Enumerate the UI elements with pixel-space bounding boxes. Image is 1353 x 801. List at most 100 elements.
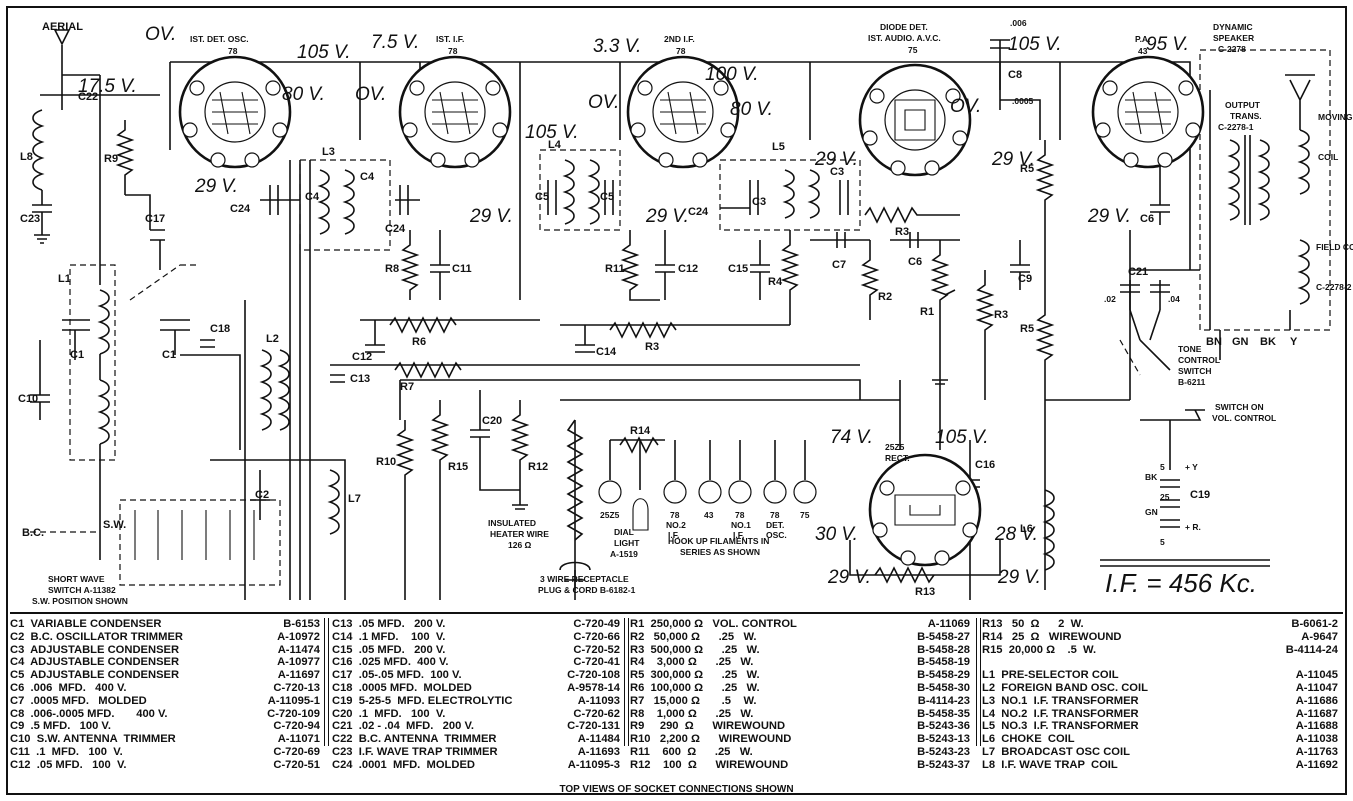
label-c20: C20 <box>482 415 502 427</box>
parts-entry: C22 B.C. ANTENNA TRIMMER <box>332 733 497 746</box>
c19-label: GN <box>1145 507 1158 517</box>
label-c3a: C3 <box>752 196 766 208</box>
label-l3: L3 <box>322 146 335 158</box>
wire-label: Y <box>1290 336 1298 348</box>
label-r10: R10 <box>376 456 396 468</box>
wire-label: BK <box>1260 336 1276 348</box>
label-c19: C19 <box>1190 489 1210 501</box>
parts-entry: A-11047 <box>1295 681 1338 694</box>
label-sw: S.W. <box>103 519 126 531</box>
parts-entry: C20 .1 MFD. 100 V. <box>332 707 446 720</box>
parts-entry: C8 .006-.0005 MFD. 400 V. <box>10 707 168 720</box>
parts-entry: C-720-69 <box>273 745 320 758</box>
speaker-label: SPEAKER <box>1213 33 1254 43</box>
voltage-label: 29 V. <box>469 206 513 227</box>
parts-entry: A-11763 <box>1295 745 1338 758</box>
tube-label: IST. I.F. <box>436 34 464 44</box>
label-r8: R8 <box>385 263 399 275</box>
switch-label: SHORT WAVE <box>48 574 105 584</box>
parts-entry: R10 2,200 Ω WIREWOUND <box>630 733 792 746</box>
wiring <box>30 39 1331 600</box>
c19-label: + R. <box>1185 522 1201 532</box>
tube-label: RECT. <box>885 453 910 463</box>
voltage-label: 105 V. <box>935 427 989 448</box>
coil-label: C-2278-2 <box>1316 282 1352 292</box>
parts-entry: A-11095-3 <box>567 758 620 771</box>
tube-label: 2ND I.F. <box>664 34 695 44</box>
voltage-label: 100 V. <box>705 64 759 85</box>
parts-entry: L1 PRE-SELECTOR COIL <box>982 669 1119 682</box>
schematic-frame <box>6 6 1347 795</box>
label-c14: C14 <box>596 346 617 358</box>
coil-label: MOVING <box>1318 112 1353 122</box>
parts-entry: C17 .05-.05 MFD. 100 V. <box>332 669 462 682</box>
if-frequency-label: I.F. = 456 Kc. <box>1105 568 1257 598</box>
parts-entry: R14 25 Ω WIREWOUND <box>982 630 1122 643</box>
parts-entry: C12 .05 MFD. 100 V. <box>10 758 127 771</box>
parts-entry: C2 B.C. OSCILLATOR TRIMMER <box>10 630 183 643</box>
parts-entry: B-5458-29 <box>917 669 970 682</box>
filament-label: I.F. <box>668 530 679 540</box>
label-r9: R9 <box>104 153 118 165</box>
parts-entry: A-9578-14 <box>567 681 620 694</box>
label-l2: L2 <box>266 333 279 345</box>
parts-entry: R12 100 Ω WIREWOUND <box>630 758 789 771</box>
parts-entry: R2 50,000 Ω .25 W. <box>630 630 757 643</box>
parts-entry: R8 1,000 Ω .25 W. <box>630 707 754 720</box>
parts-entry <box>982 656 1252 669</box>
tube-label: 78 <box>676 46 686 56</box>
voltage-label: 105 V. <box>525 122 579 143</box>
column-divider <box>324 618 329 746</box>
voltage-label: 29 V. <box>645 206 689 227</box>
parts-entry: C6 .006 MFD. 400 V. <box>10 681 127 694</box>
parts-entry: R3 500,000 Ω .25 W. <box>630 643 760 656</box>
tube-diode-det <box>858 63 972 177</box>
parts-entry: R5 300,000 Ω .25 W. <box>630 669 760 682</box>
filament-label: I.F. <box>733 530 744 540</box>
filament-sockets <box>598 480 817 504</box>
parts-entry: B-4114-23 <box>917 694 970 707</box>
schematic-diagram: OV. 17.5 V. 105 V. 80 V. 29 V. 7.5 V. OV… <box>18 18 1353 606</box>
dial-label: LIGHT <box>614 538 640 548</box>
label-c2: C2 <box>255 489 269 501</box>
heater-label: 126 Ω <box>508 540 532 550</box>
filament-label: 25Z5 <box>600 510 620 520</box>
tube-label: 43 <box>1138 46 1148 56</box>
tube-label: IST. AUDIO. A.V.C. <box>868 33 941 43</box>
tube-power-amp <box>1091 55 1205 169</box>
parts-entry: C21 .02 - .04 MFD. 200 V. <box>332 720 474 733</box>
heater-label: HEATER WIRE <box>490 529 549 539</box>
tone-label: B-6211 <box>1178 377 1206 387</box>
column-divider <box>976 618 981 746</box>
parts-entry: C-720-66 <box>573 630 620 643</box>
voltage-label: 7.5 V. <box>371 32 419 53</box>
coil-label: FIELD COIL <box>1316 242 1353 252</box>
label-c24c: C24 <box>688 206 709 218</box>
parts-entry: B-5458-19 <box>917 656 970 669</box>
label-c13: C13 <box>350 373 370 385</box>
parts-entry: C-720-131 <box>567 720 620 733</box>
label-c1b: C1 <box>162 349 176 361</box>
transformer-label: TRANS. <box>1230 111 1262 121</box>
parts-entry: A-11688 <box>1295 720 1338 733</box>
filament-label: DET. <box>766 520 784 530</box>
wire-label: GN <box>1232 336 1249 348</box>
voltage-label: 30 V. <box>815 524 858 545</box>
parts-entry: B-5243-36 <box>917 720 970 733</box>
coil-label: COIL <box>1318 152 1338 162</box>
voltage-label: 105 V. <box>1008 34 1062 55</box>
label-r14: R14 <box>630 425 651 437</box>
parts-entry: B-5458-28 <box>917 643 970 656</box>
parts-entry: A-11038 <box>1295 733 1338 746</box>
parts-entry: C14 .1 MFD. 100 V. <box>332 630 446 643</box>
label-c21: C21 <box>1128 266 1148 278</box>
parts-entry: A-11071 <box>277 733 320 746</box>
voltage-label: 28 V. <box>994 524 1038 545</box>
parts-entry: L7 BROADCAST OSC COIL <box>982 745 1130 758</box>
parts-entry: R13 50 Ω 2 W. <box>982 618 1084 630</box>
dial-label: A-1519 <box>610 549 638 559</box>
